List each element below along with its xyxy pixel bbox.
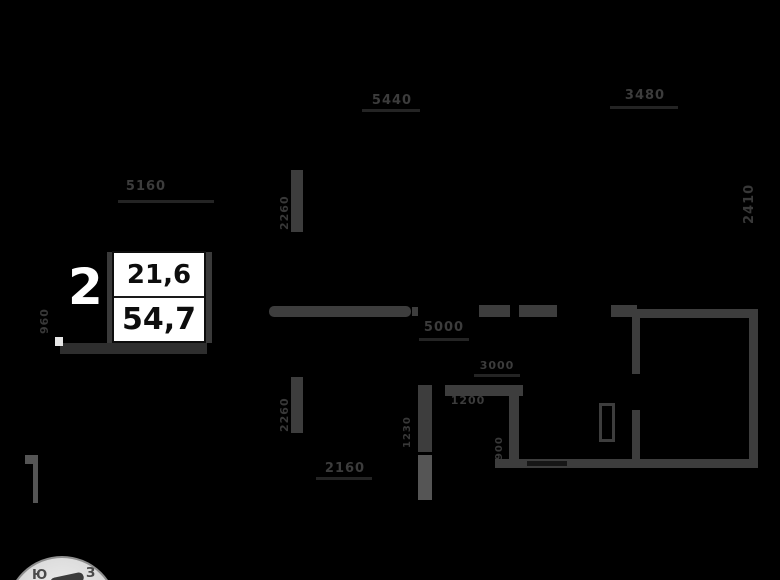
dimension-center: 5000 xyxy=(423,320,465,335)
wall-main-nub xyxy=(412,307,418,316)
wall-left-upper xyxy=(291,170,303,232)
badge-rooms-count: 2 xyxy=(68,258,103,316)
wall-top-piece-1 xyxy=(479,305,510,317)
wall-mid-strip-lower xyxy=(418,455,432,500)
badge-right-tab xyxy=(206,252,212,343)
dimension-line-bottom xyxy=(316,477,372,480)
dimension-left-upper: 5160 xyxy=(125,179,167,194)
dimension-top-right: 3480 xyxy=(624,88,666,103)
wall-right-room-top xyxy=(637,309,756,318)
wall-inner-vertical-lower xyxy=(632,410,640,463)
wall-top-piece-3 xyxy=(611,305,637,317)
compass-south-label: Ю xyxy=(32,568,48,580)
wall-inner-vertical-upper xyxy=(632,317,640,374)
dimension-bottom: 2160 xyxy=(324,461,366,476)
compass-needle-icon xyxy=(49,571,85,580)
wall-badge-base xyxy=(60,343,207,354)
dimension-line-left-upper xyxy=(118,200,214,203)
wall-top-piece-2 xyxy=(519,305,557,317)
window-bottom xyxy=(527,461,567,466)
dimension-line-inner xyxy=(474,374,520,377)
wall-main-horizontal xyxy=(269,306,411,317)
door-leaf xyxy=(599,403,615,442)
badge-area-bottom: 54,7 xyxy=(121,302,197,337)
dimension-mid-vertical: 1230 xyxy=(402,416,413,448)
dimension-wall-upper-vertical: 2260 xyxy=(278,195,291,230)
wall-right-room-right xyxy=(749,309,758,465)
dimension-wall-lower-vertical: 2260 xyxy=(278,397,291,432)
badge-area-top: 21,6 xyxy=(114,253,204,298)
wall-inner-horizontal xyxy=(445,385,523,396)
dimension-right-vertical: 2410 xyxy=(742,183,757,224)
dimension-inner-top: 3000 xyxy=(479,359,515,372)
wall-left-stub-cap xyxy=(25,455,35,464)
dimension-inner-mid: 1200 xyxy=(450,394,486,407)
dimension-line-center xyxy=(419,338,469,341)
compass-west-label: З xyxy=(86,566,96,580)
badge-area-box: 21,6 54,7 xyxy=(112,251,206,343)
dimension-top-center: 5440 xyxy=(371,93,413,108)
compass-rose: Ю З xyxy=(6,556,118,580)
wall-left-stub xyxy=(33,455,38,503)
dimension-line-top-right xyxy=(610,106,678,109)
wall-mid-strip-upper xyxy=(418,385,432,452)
wall-bath-vertical xyxy=(509,396,519,463)
badge-left-tab xyxy=(107,252,113,343)
dimension-left-edge-vertical: 960 xyxy=(38,308,51,334)
wall-badge-notch xyxy=(55,337,63,346)
wall-left-lower xyxy=(291,377,303,433)
wall-right-room-bottom xyxy=(495,459,758,468)
dimension-line-top-center xyxy=(362,109,420,112)
